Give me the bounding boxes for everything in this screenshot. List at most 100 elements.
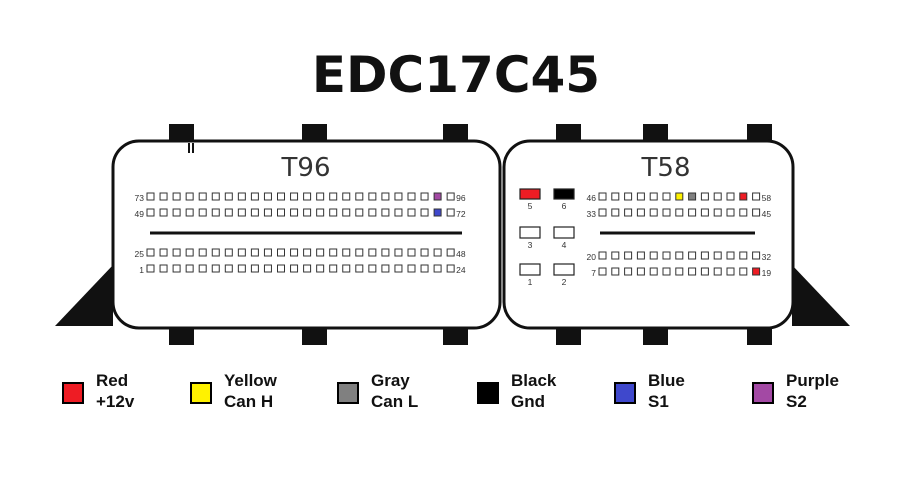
pin [159, 208, 168, 217]
legend-swatch [62, 382, 84, 404]
pin [611, 267, 620, 276]
t96-tab [302, 327, 327, 345]
t58-tab [747, 327, 772, 345]
pin [198, 264, 207, 273]
legend-meaning: +12v [96, 392, 135, 411]
pin [368, 192, 377, 201]
pin-range-start: 20 [587, 252, 597, 262]
pin-range-start: 73 [135, 193, 145, 203]
legend-color-name: Black [511, 371, 557, 390]
pin [381, 192, 390, 201]
pin [159, 192, 168, 201]
pin [688, 208, 697, 217]
pin [407, 264, 416, 273]
pin [688, 267, 697, 276]
pin [355, 248, 364, 257]
legend-swatch [337, 382, 359, 404]
pin [290, 264, 299, 273]
pin [316, 248, 325, 257]
pin [675, 208, 684, 217]
pin-range-start: 25 [135, 249, 145, 259]
pin-range-end: 72 [456, 209, 466, 219]
pin-range-end: 45 [762, 209, 772, 219]
pin [649, 267, 658, 276]
power-pin-label: 1 [528, 277, 533, 287]
pin [700, 208, 709, 217]
pin [446, 264, 455, 273]
legend-color-name: Red [96, 371, 129, 390]
pin [636, 192, 645, 201]
pin [726, 267, 735, 276]
pin [739, 208, 748, 217]
power-pin-label: 5 [528, 201, 533, 211]
legend-color-name: Blue [648, 371, 685, 390]
pin [211, 192, 220, 201]
pin-range-end: 19 [762, 268, 772, 278]
pin [237, 208, 246, 217]
pin [250, 248, 259, 257]
pin [662, 192, 671, 201]
pin-range-start: 46 [587, 193, 597, 203]
pin [211, 208, 220, 217]
pin [649, 251, 658, 260]
pin [446, 208, 455, 217]
pin [224, 248, 233, 257]
pin [237, 248, 246, 257]
pin [420, 192, 429, 201]
pin [381, 248, 390, 257]
pin [146, 192, 155, 201]
pin [624, 192, 633, 201]
power-pin-label: 2 [562, 277, 567, 287]
pin [713, 267, 722, 276]
power-pin-5 [519, 188, 541, 200]
pin [713, 251, 722, 260]
power-pin-1 [519, 263, 541, 276]
pin [624, 251, 633, 260]
pin [752, 251, 761, 260]
pin [303, 248, 312, 257]
pin [611, 208, 620, 217]
pin [598, 251, 607, 260]
pin [394, 264, 403, 273]
t58-tab [556, 327, 581, 345]
pin [211, 248, 220, 257]
legend-meaning: Can L [371, 392, 419, 411]
t96-tab [169, 124, 194, 142]
pin [329, 208, 338, 217]
legend-swatch [477, 382, 499, 404]
pin [381, 208, 390, 217]
pin [290, 248, 299, 257]
pin [250, 208, 259, 217]
legend-meaning: S2 [786, 392, 807, 411]
pin [277, 264, 285, 273]
pin [662, 251, 671, 260]
pin-yellow [675, 192, 684, 201]
pin [198, 192, 207, 201]
pin [675, 251, 684, 260]
power-pin-label: 3 [528, 240, 533, 250]
pin [263, 248, 272, 257]
pin [342, 192, 351, 201]
pin [303, 264, 312, 273]
pin [624, 208, 633, 217]
pin [237, 192, 246, 201]
pin [355, 264, 364, 273]
t58-tab [643, 327, 668, 345]
pin [355, 192, 364, 201]
t58-tab [556, 124, 581, 142]
pin [342, 208, 351, 217]
color-legend: Red +12v Yellow Can H Gray Can L Black G… [0, 370, 900, 430]
pin [598, 192, 607, 201]
pin [636, 267, 645, 276]
pin-range-start: 49 [135, 209, 145, 219]
pin [394, 208, 403, 217]
pin [329, 192, 338, 201]
power-pin-4 [553, 226, 575, 239]
pin [172, 248, 181, 257]
pin [329, 264, 338, 273]
pin [146, 208, 155, 217]
pin [172, 264, 181, 273]
